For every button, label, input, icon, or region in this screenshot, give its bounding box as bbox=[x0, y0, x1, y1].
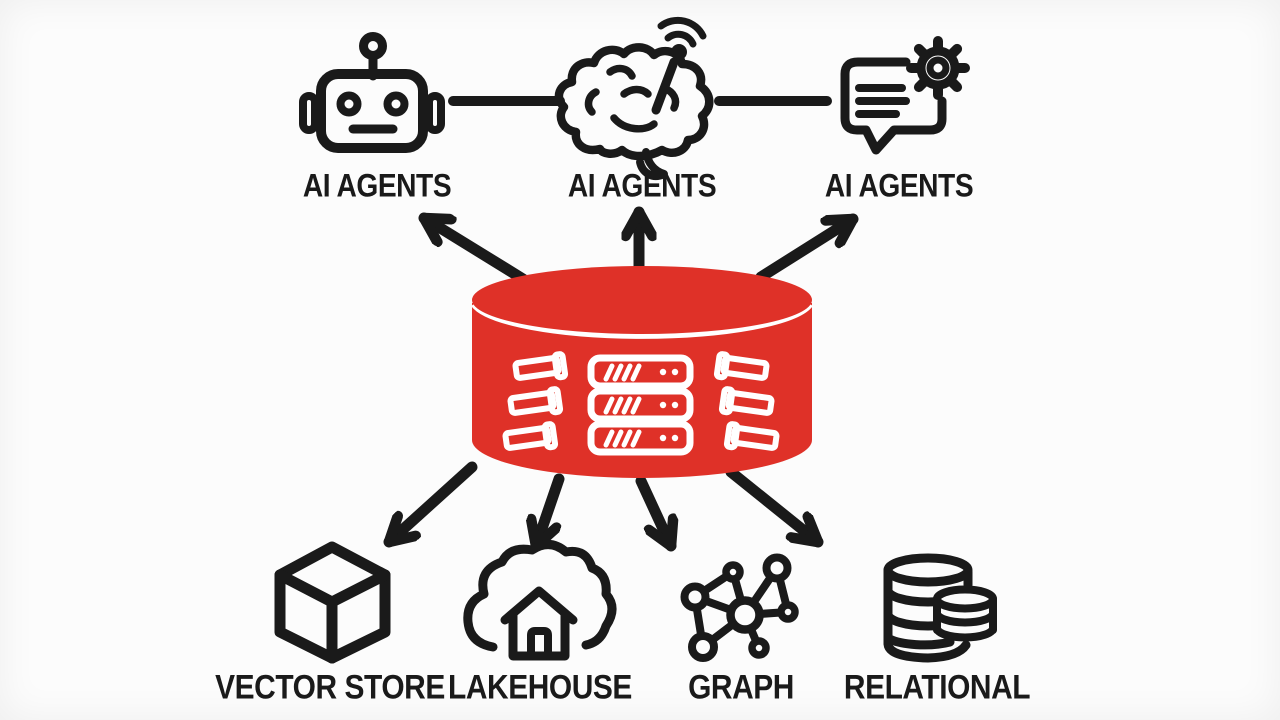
database-stack-icon bbox=[883, 553, 998, 663]
cloud-outline bbox=[463, 540, 617, 652]
label-lakehouse: LAKEHOUSE bbox=[448, 667, 632, 707]
cube-icon bbox=[274, 541, 391, 664]
speech-bubble bbox=[840, 57, 947, 155]
cloud-house-icon bbox=[463, 540, 617, 661]
arrow-up-right bbox=[755, 213, 859, 283]
connection-arrows bbox=[383, 206, 859, 552]
brain-outline bbox=[554, 43, 714, 161]
left-shelf-stack bbox=[502, 351, 569, 451]
house-icon bbox=[500, 586, 578, 661]
gear-icon bbox=[906, 36, 970, 100]
server-vent-slashes bbox=[603, 363, 642, 448]
label-ai-agents-robot: AI AGENTS bbox=[302, 166, 452, 204]
signal-waves-icon bbox=[657, 16, 707, 48]
speech-text-lines bbox=[855, 84, 910, 118]
gear-hole bbox=[926, 56, 950, 80]
server-leds bbox=[659, 368, 679, 442]
robot-right-ear bbox=[425, 92, 445, 134]
house-walls bbox=[508, 610, 570, 661]
chat-gear-icon bbox=[840, 36, 970, 155]
robot-left-eye bbox=[336, 91, 362, 117]
arrow-down-left bbox=[536, 473, 565, 552]
arrow-down-right bbox=[635, 475, 671, 552]
label-graph: GRAPH bbox=[688, 667, 794, 707]
gear-body bbox=[916, 46, 960, 90]
cylinder-lid bbox=[472, 266, 812, 334]
graph-nodes bbox=[680, 553, 799, 662]
robot-head bbox=[316, 69, 428, 153]
label-ai-agents-chat: AI AGENTS bbox=[824, 166, 974, 204]
arrow-down-right-far bbox=[725, 466, 824, 548]
house-roof bbox=[500, 586, 578, 625]
red-database-cylinder-servers-icon bbox=[471, 266, 813, 478]
robot-left-ear bbox=[299, 92, 319, 134]
cube-inner-edges bbox=[274, 569, 391, 664]
server-unit-rows bbox=[587, 354, 694, 456]
small-cylinder bbox=[933, 585, 998, 642]
network-graph-icon bbox=[680, 553, 799, 662]
house-door bbox=[527, 627, 552, 660]
label-relational: RELATIONAL bbox=[843, 667, 1031, 707]
label-vector-store: VECTOR STORE bbox=[215, 667, 445, 707]
right-shelf-stack bbox=[713, 351, 780, 451]
robot-icon bbox=[299, 32, 445, 153]
arrow-up-left bbox=[418, 212, 529, 285]
server-rack-icon bbox=[502, 351, 780, 456]
brain-antenna-stem bbox=[651, 57, 679, 115]
robot-right-eye bbox=[383, 91, 409, 117]
label-ai-agents-brain: AI AGENTS bbox=[567, 166, 717, 204]
brain-antenna-dot bbox=[671, 44, 687, 60]
brain-antenna-icon bbox=[554, 16, 714, 181]
brain-stem bbox=[636, 148, 668, 181]
arrow-down-left-far bbox=[383, 461, 478, 548]
